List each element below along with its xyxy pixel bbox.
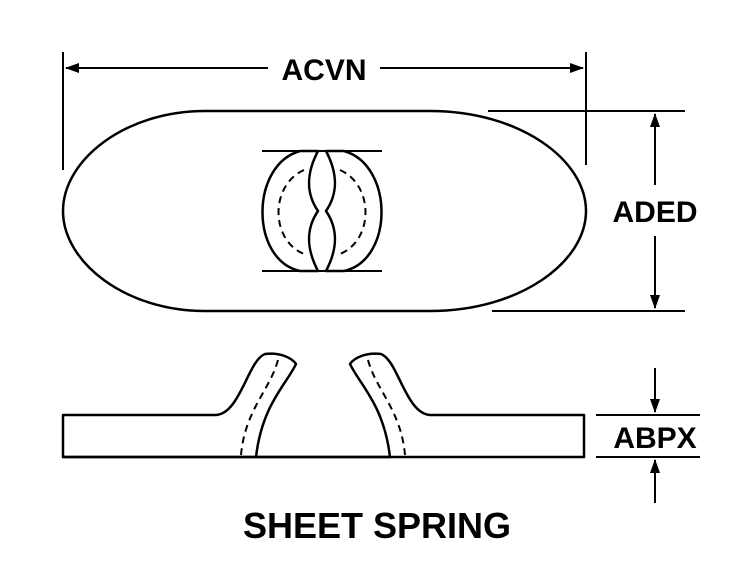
length-label: ACVN [281,54,366,87]
width-dimension: ADED [488,110,698,312]
thickness-label: ABPX [613,422,696,455]
diagram-caption: SHEET SPRING [243,505,511,546]
side-plate-right-outline [254,352,586,459]
right-riser-dashed-line [367,359,406,456]
spring-plate-outline [61,109,588,313]
right-finger-dashed-line [339,169,367,255]
side-plate-outline [61,352,298,459]
width-label: ADED [612,196,697,229]
length-dimension: ACVN [62,52,587,170]
right-spring-finger [324,149,383,273]
left-spring-finger [261,149,320,273]
left-riser-dashed-line [240,359,279,456]
thickness-dimension: ABPX [596,368,700,503]
left-finger-dashed-line [277,169,305,255]
top-view [61,109,588,313]
side-view [61,352,586,459]
